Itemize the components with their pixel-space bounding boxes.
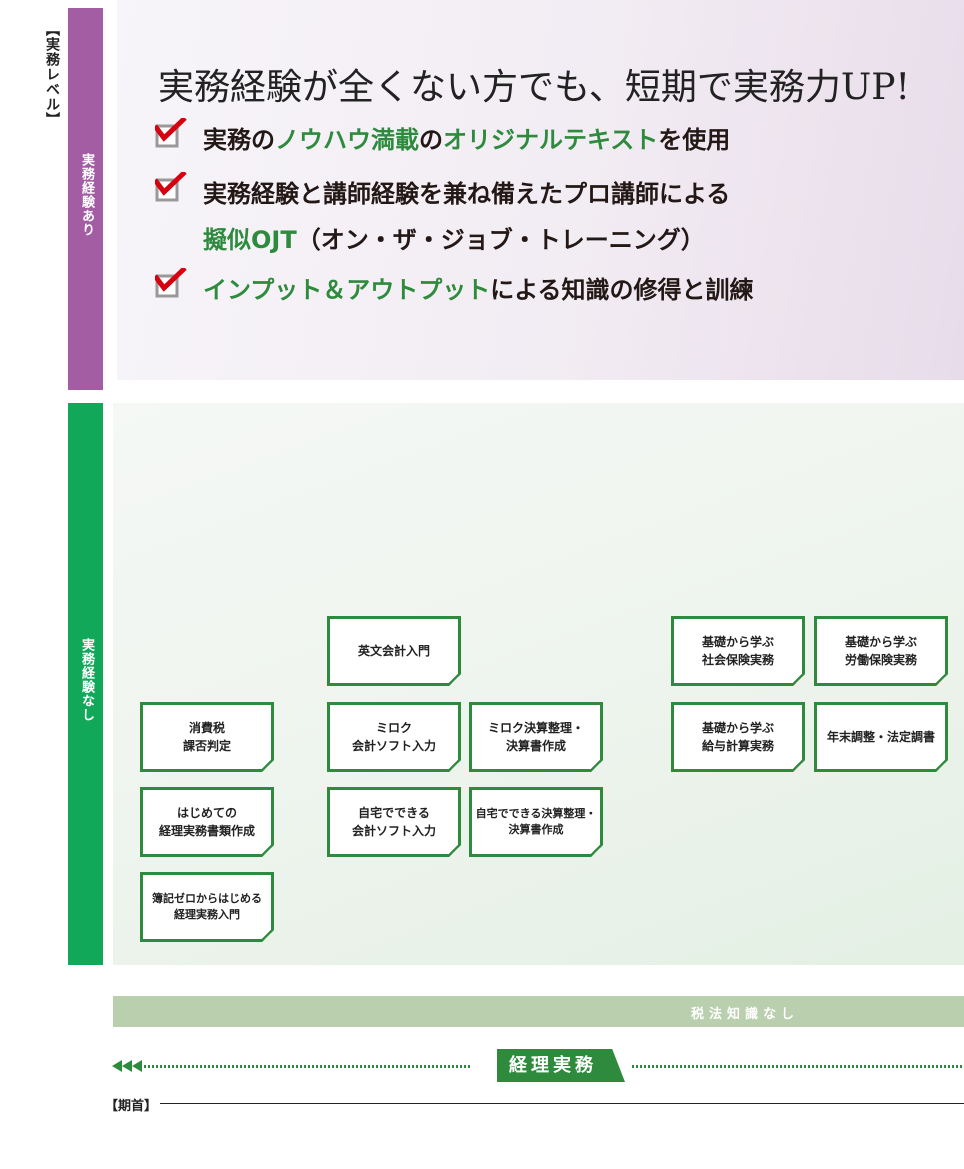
experienced-band: 実務経験あり <box>68 8 103 390</box>
checkbox-check-icon <box>155 268 187 298</box>
feature-1: 実務のノウハウ満載のオリジナルテキストを使用 <box>203 120 730 155</box>
dotted-arrow-line <box>140 1065 472 1068</box>
course-card[interactable]: 英文会計入門 <box>327 616 461 686</box>
time-axis-line <box>160 1103 964 1104</box>
headline: 実務経験が全くない方でも、短期で実務力UP! <box>158 67 910 108</box>
experienced-label: 実務経験あり <box>79 153 94 237</box>
inexperienced-label: 実務経験なし <box>79 638 94 722</box>
course-card[interactable]: ミロク 会計ソフト入力 <box>327 702 461 772</box>
feature-panel <box>117 0 964 380</box>
feature-highlight: 擬似OJT <box>203 226 297 254</box>
course-card[interactable]: 基礎から学ぶ 労働保険実務 <box>814 616 948 686</box>
course-card[interactable]: 年末調整・法定調書 <box>814 702 948 772</box>
course-card[interactable]: 自宅でできる決算整理・ 決算書作成 <box>469 787 603 857</box>
course-card[interactable]: ミロク決算整理・ 決算書作成 <box>469 702 603 772</box>
course-card[interactable]: 自宅でできる 会計ソフト入力 <box>327 787 461 857</box>
feature-text: の <box>419 126 443 154</box>
feature-highlight: インプット＆アウトプット <box>203 276 491 304</box>
checkbox-check-icon <box>155 172 187 202</box>
tax-knowledge-bar: 税法知識なし <box>113 996 964 1027</box>
triple-left-arrow-icon <box>112 1060 142 1072</box>
feature-text: による知識の修得と訓練 <box>490 276 754 304</box>
course-card[interactable]: はじめての 経理実務書類作成 <box>140 787 274 857</box>
course-card[interactable]: 基礎から学ぶ 社会保険実務 <box>671 616 805 686</box>
feature-3: インプット＆アウトプットによる知識の修得と訓練 <box>203 270 754 305</box>
feature-highlight: オリジナルテキスト <box>443 126 659 154</box>
course-card-highlighted[interactable]: 簿記ゼロからはじめる 経理実務入門 <box>140 872 274 942</box>
accounting-tag: 経理実務 <box>497 1049 625 1082</box>
feature-text: 実務の <box>203 126 275 154</box>
feature-2-cont: 擬似OJT（オン・ザ・ジョブ・トレーニング） <box>203 220 705 255</box>
feature-2: 実務経験と講師経験を兼ね備えたプロ講師による <box>203 174 730 209</box>
feature-text: を使用 <box>658 126 731 154</box>
feature-highlight: ノウハウ満載 <box>275 126 419 154</box>
level-axis-label: 【実務レベル】 <box>44 22 60 127</box>
inexperienced-band: 実務経験なし <box>68 403 103 965</box>
dotted-arrow-line <box>632 1065 964 1068</box>
feature-text: （オン・ザ・ジョブ・トレーニング） <box>296 226 705 254</box>
period-start-label: 【期首】 <box>105 1099 158 1114</box>
checkbox-check-icon <box>155 118 187 148</box>
course-card[interactable]: 基礎から学ぶ 給与計算実務 <box>671 702 805 772</box>
course-card[interactable]: 消費税 課否判定 <box>140 702 274 772</box>
tax-knowledge-label: 税法知識なし <box>691 1007 800 1022</box>
feature-text: 実務経験と講師経験を兼ね備えたプロ講師による <box>203 180 731 208</box>
